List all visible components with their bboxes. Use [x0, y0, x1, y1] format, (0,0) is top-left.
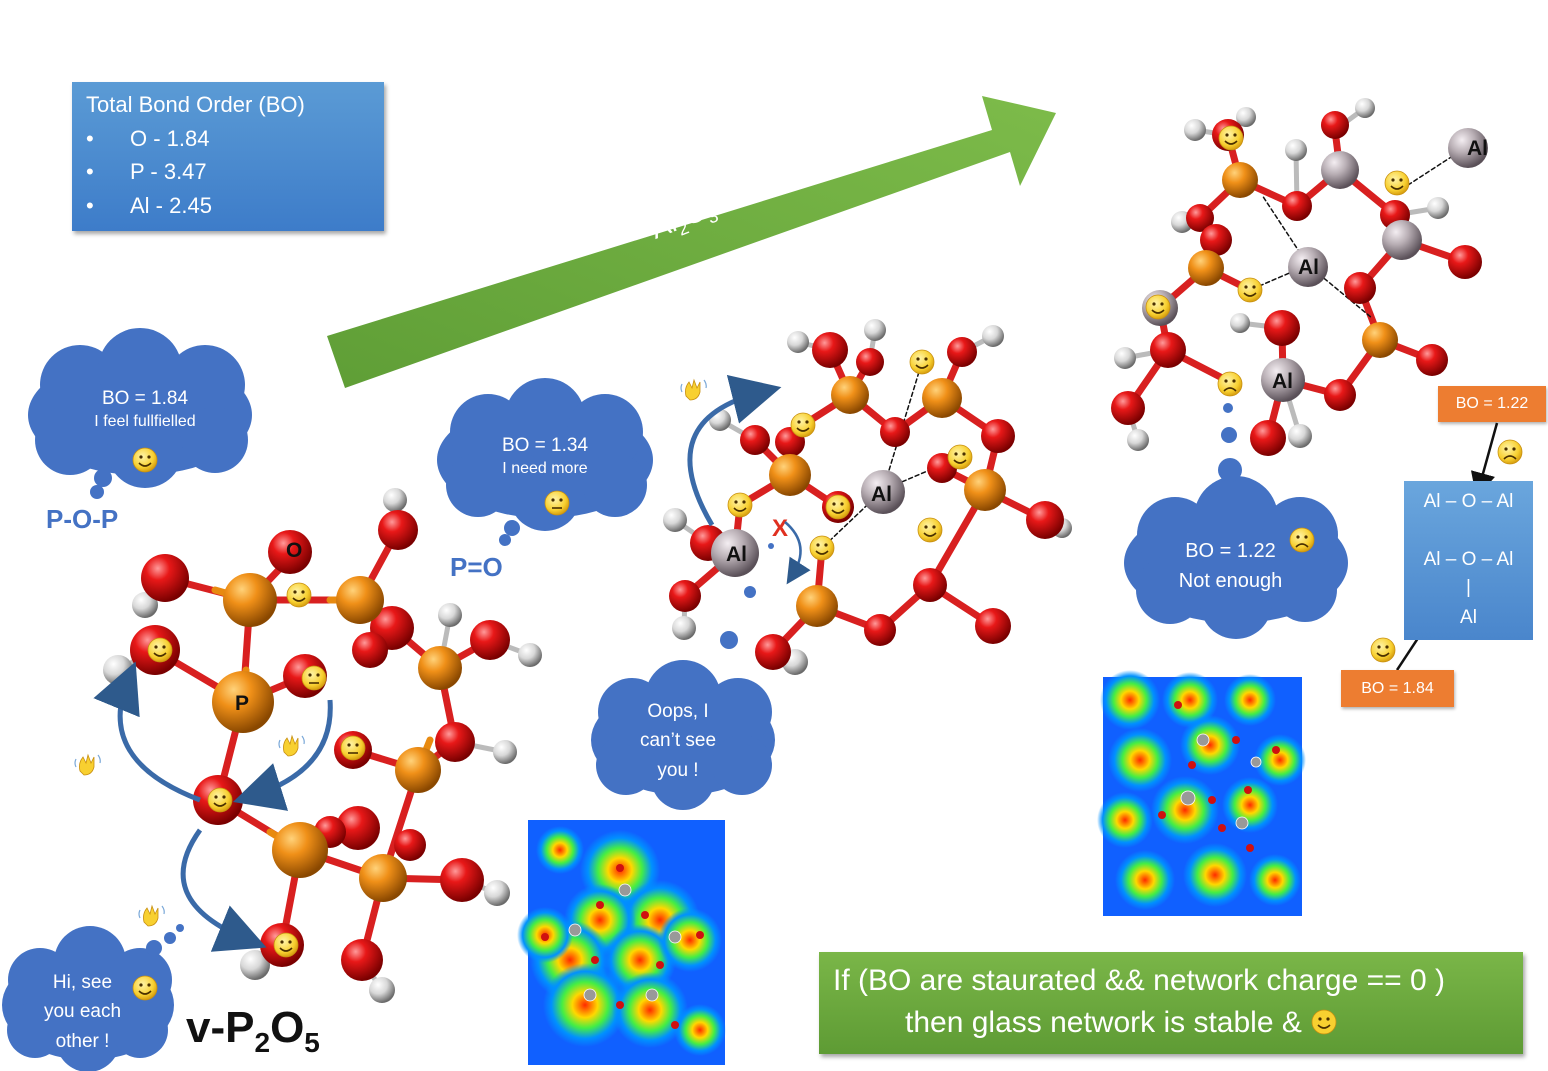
- smiley-icon-mid-3: [947, 444, 973, 470]
- condition-line-2: then glass network is stable &: [905, 1006, 1338, 1040]
- smiley-icon-conclusion: [1311, 1009, 1337, 1035]
- vp-main: v-P: [186, 1003, 255, 1052]
- cloud-dots-mid: [720, 543, 774, 649]
- atom-label-al-mid-1: Al: [871, 483, 892, 506]
- bullet: •: [86, 126, 94, 151]
- wave-icon-1: [74, 754, 101, 776]
- cloud-line: Oops, I: [647, 701, 709, 722]
- cloud-need-more-text: BO = 1.34 I need more: [440, 434, 650, 479]
- bo-box-top: BO = 1.22: [1438, 386, 1546, 422]
- hopping-arrows-mid: [687, 375, 811, 585]
- atom-label-al-mid-2: Al: [726, 543, 747, 566]
- atom-label-al-right-3: Al: [1272, 370, 1293, 393]
- smiley-icon-right-3: [1237, 277, 1263, 303]
- cloud-line: Not enough: [1178, 570, 1283, 592]
- smiley-icon-bo-bottom: [1370, 637, 1396, 663]
- label-vp2o5: v-P2O5: [186, 1003, 320, 1059]
- bullet: •: [86, 193, 94, 218]
- smiley-icon-mid-1: [790, 412, 816, 438]
- label-pop: P-O-P: [46, 504, 119, 534]
- cloud-fullfilled-text: BO = 1.84 I feel fullfielled: [40, 387, 250, 432]
- vp-sub1: 2: [254, 1026, 271, 1058]
- al-o-al-box: Al – O – Al Al – O – Al | Al: [1404, 481, 1533, 640]
- al-o-al-line4: Al: [1460, 607, 1477, 628]
- smiley-icon-mid-7: [917, 517, 943, 543]
- cloud-fullfilled: [28, 328, 252, 499]
- total-bond-order-box: Total Bond Order (BO) • O - 1.84 • P - 3…: [72, 82, 384, 231]
- bond-order-item-label: Al - 2.45: [130, 193, 212, 218]
- vp-sub2: 5: [304, 1026, 320, 1058]
- atom-label-al-right-2: Al: [1298, 256, 1319, 279]
- cloud-line: you each: [43, 1001, 122, 1023]
- cloud-oops: [591, 660, 775, 810]
- cloud-see-each-text: Hi, see you each other !: [20, 968, 145, 1056]
- al2o3-arrow: [327, 96, 1056, 388]
- neutral-icon-po-2: [340, 735, 366, 761]
- cloud-line: can’t see: [639, 730, 717, 752]
- hopping-arrows-left: [93, 661, 333, 952]
- smiley-icon-mid-6: [809, 535, 835, 561]
- smiley-icon-right-2: [1384, 170, 1410, 196]
- smiley-icon-mid-2: [909, 349, 935, 375]
- bond-order-item-label: P - 3.47: [130, 159, 207, 184]
- atom-label-o: O: [286, 539, 302, 562]
- charge-density-map-right: [1097, 670, 1306, 916]
- smiley-icon-right-4: [1145, 294, 1171, 320]
- cloud-line: you !: [657, 759, 699, 781]
- cloud-line: BO = 1.22: [1185, 540, 1276, 562]
- smiley-icon-oh: [147, 637, 173, 663]
- smiley-icon-o-atom: [286, 582, 312, 608]
- cloud-line: I feel fullfielled: [94, 412, 196, 430]
- smiley-icon-right-1: [1218, 125, 1244, 151]
- bond-order-item-label: O - 1.84: [130, 126, 210, 151]
- bullet: •: [86, 159, 94, 184]
- al-o-al-line1: Al – O – Al: [1423, 491, 1514, 512]
- sad-icon-right: [1217, 371, 1243, 397]
- condition-line-1: If (BO are staurated && network charge =…: [833, 964, 1445, 997]
- neutral-icon-cloud-2: [544, 490, 570, 516]
- smiley-icon-mid-5: [825, 494, 851, 520]
- smiley-icon-cloud-1: [132, 447, 158, 473]
- atom-label-p: P: [235, 692, 249, 715]
- middle-molecule: [663, 319, 1072, 675]
- cloud-line: BO = 1.84: [101, 388, 189, 409]
- neutral-icon-po: [301, 665, 327, 691]
- cloud-not-enough: [1124, 403, 1348, 639]
- smiley-icon-bridge: [207, 787, 233, 813]
- atom-label-al-right-1: Al: [1467, 137, 1488, 160]
- cloud-need-more: [437, 378, 653, 546]
- stability-condition-box: If (BO are staurated && network charge =…: [819, 952, 1523, 1054]
- condition-line-2-text: then glass network is stable &: [905, 1006, 1311, 1039]
- bo-box-bottom: BO = 1.84: [1341, 670, 1454, 707]
- bond-order-title: Total Bond Order (BO): [86, 92, 305, 117]
- smiley-icon-mid-4: [727, 492, 753, 518]
- wave-icon-3: [138, 905, 165, 927]
- wave-icon-2: [278, 735, 305, 757]
- al-o-al-line3: |: [1466, 577, 1471, 598]
- cloud-oops-text: Oops, I can’t see you !: [603, 697, 753, 785]
- vp-o: O: [270, 1003, 305, 1052]
- al-o-al-line2: Al – O – Al: [1423, 549, 1514, 570]
- smiley-icon-bottom: [273, 932, 299, 958]
- label-po: P=O: [450, 552, 503, 582]
- cloud-line: I need more: [502, 459, 588, 477]
- wave-icon-4: [680, 379, 707, 401]
- cloud-line: other !: [55, 1030, 110, 1052]
- charge-density-map-left: [517, 820, 726, 1065]
- cloud-line: Hi, see: [52, 972, 113, 993]
- cloud-not-enough-text: BO = 1.22 Not enough: [1148, 536, 1313, 596]
- cross-mark: X: [772, 515, 788, 542]
- cloud-line: BO = 1.34: [501, 435, 589, 456]
- sad-icon-bo-top: [1497, 439, 1523, 465]
